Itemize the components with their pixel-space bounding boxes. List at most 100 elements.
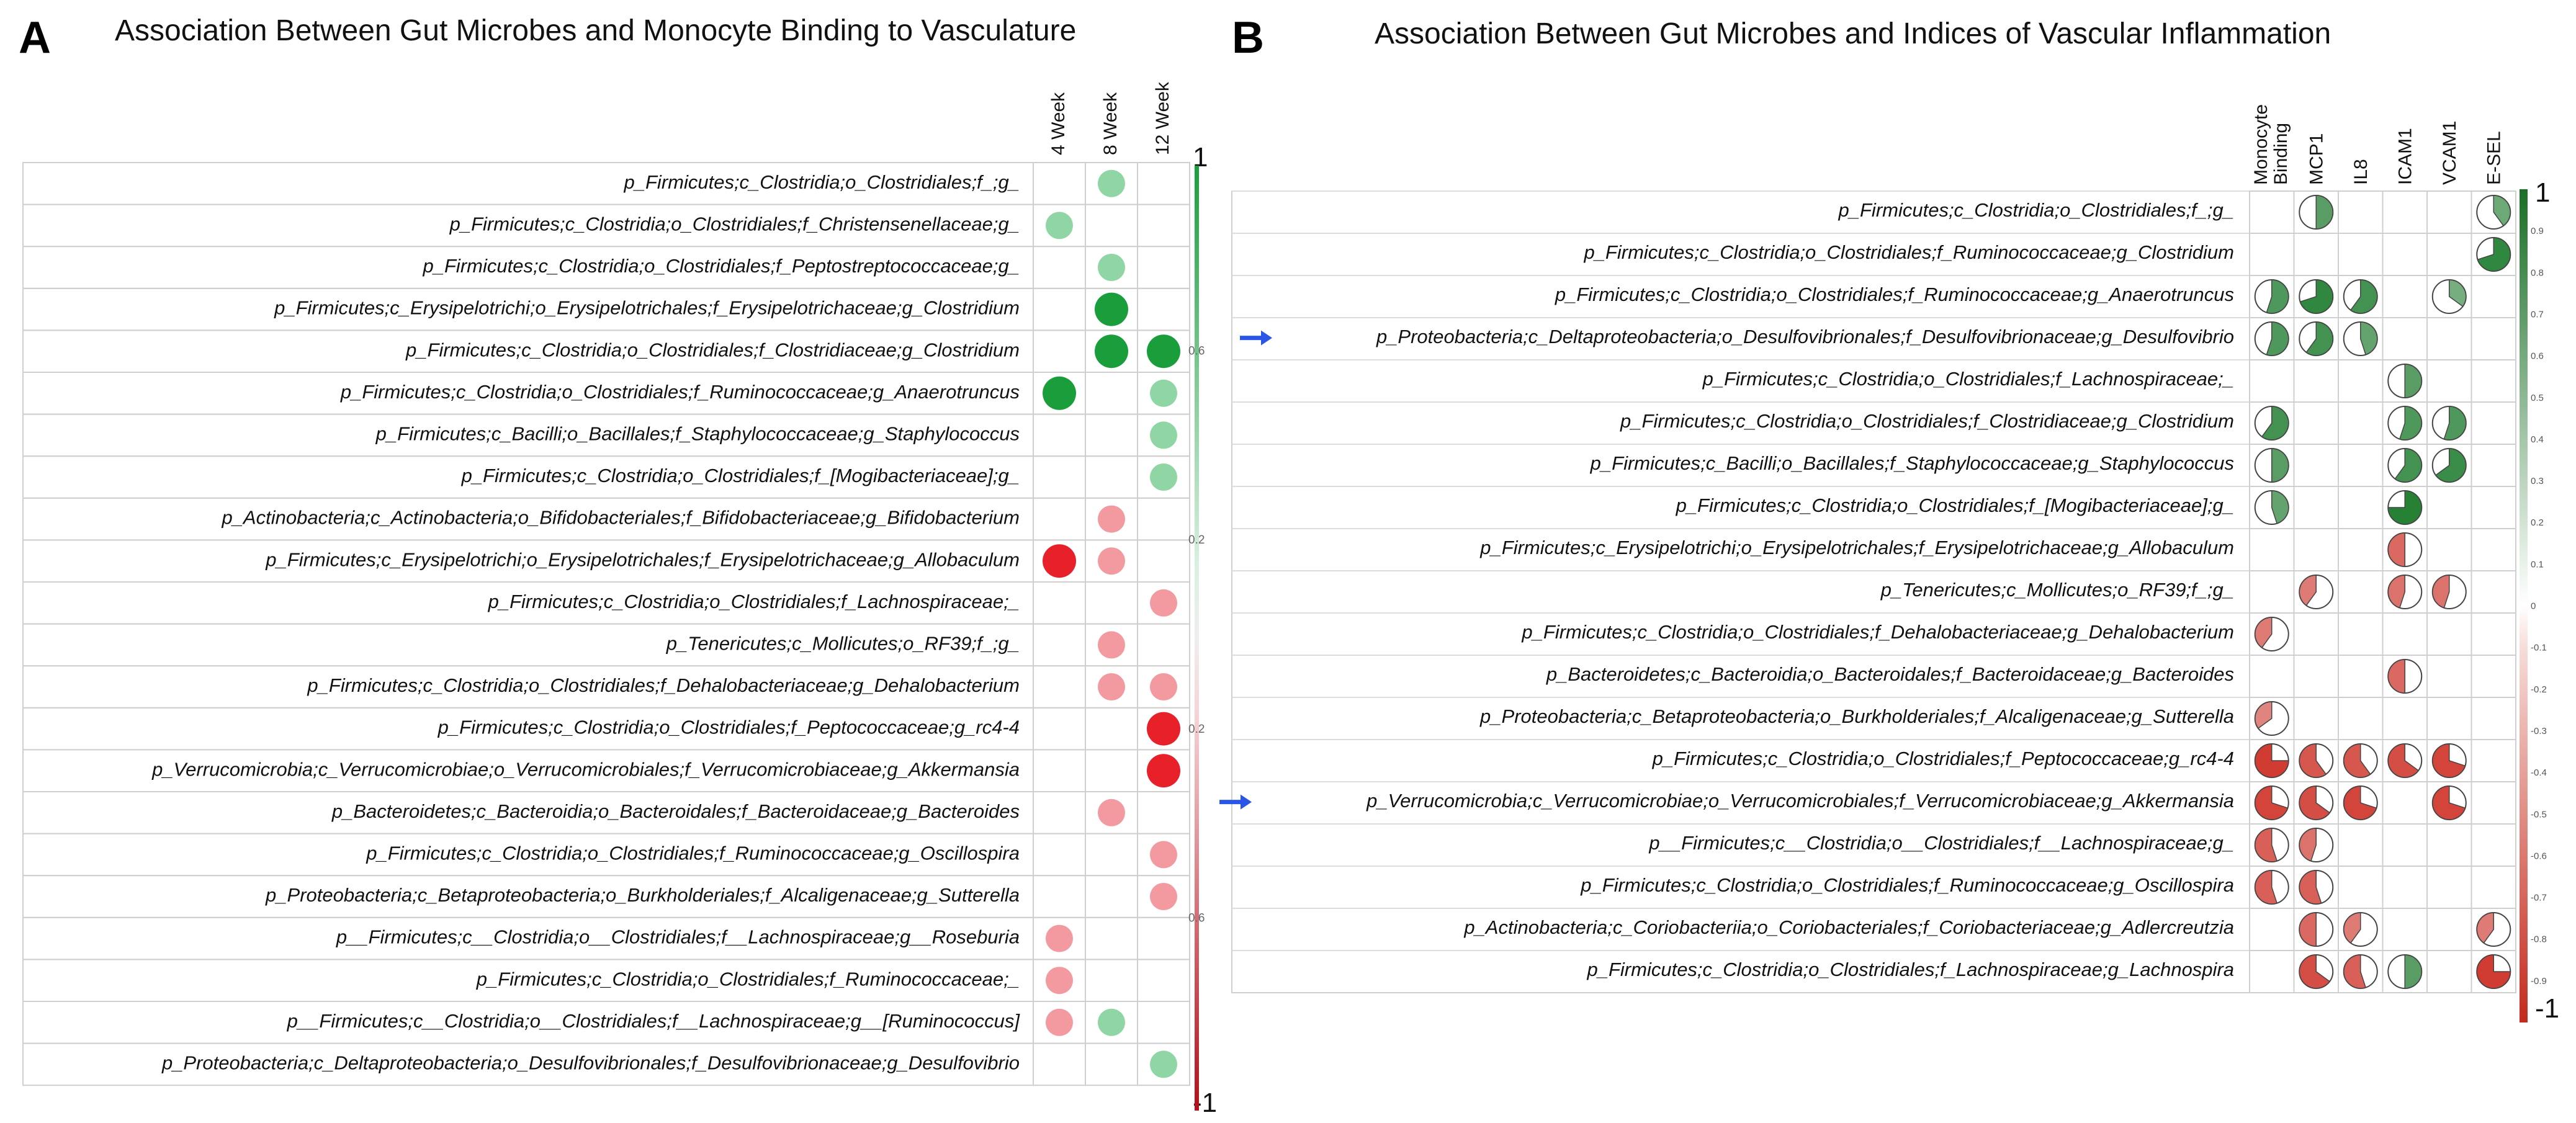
colorbar-tick-label: 0.5 — [2531, 393, 2544, 403]
colorbar-tick-label: -0.1 — [2531, 643, 2547, 653]
grid-cell — [2249, 190, 2295, 234]
grid-cell — [1085, 707, 1138, 751]
grid-cell — [1033, 791, 1086, 834]
grid-cell — [2249, 655, 2295, 698]
grid-cell — [2382, 823, 2428, 867]
colorbar-tick-label: -0.5 — [2531, 809, 2547, 820]
correlation-pie-slice — [2387, 659, 2405, 694]
panel-b-title: Association Between Gut Microbes and Ind… — [1375, 17, 2331, 50]
colorbar-tick-label: -0.4 — [2531, 767, 2547, 778]
grid-cell — [2382, 697, 2428, 740]
grid-cell — [2426, 655, 2472, 698]
grid-cell — [2471, 697, 2516, 740]
column-label: VCAM1 — [2439, 121, 2460, 185]
grid-cell — [2471, 655, 2516, 698]
row-label: p_Verrucomicrobia;c_Verrucomicrobiae;o_V… — [1366, 790, 2234, 812]
row-label: p_Firmicutes;c_Clostridia;o_Clostridiale… — [366, 843, 1020, 864]
correlation-dot — [1150, 463, 1177, 491]
row-label: p_Firmicutes;c_Clostridia;o_Clostridiale… — [449, 213, 1020, 235]
grid-cell — [2426, 823, 2472, 867]
correlation-dot — [1046, 1008, 1073, 1036]
grid-cell — [1033, 875, 1086, 918]
grid-cell — [2426, 612, 2472, 656]
row-label: p__Firmicutes;c__Clostridia;o__Clostridi… — [336, 926, 1020, 948]
correlation-pie-slice — [2261, 406, 2289, 441]
grid-cell — [2426, 359, 2472, 403]
colorbar-tick-label: 0.2 — [2531, 517, 2544, 528]
grid-cell — [2471, 275, 2516, 318]
correlation-pie-slice — [2255, 828, 2278, 862]
grid-cell — [2293, 233, 2339, 276]
row-label: p_Firmicutes;c_Clostridia;o_Clostridiale… — [1555, 284, 2234, 305]
colorbar-tick-label: 0.9 — [2531, 226, 2544, 236]
correlation-dot — [1095, 292, 1128, 326]
grid-cell — [2293, 444, 2339, 487]
grid-cell — [1137, 791, 1190, 834]
grid-cell — [2293, 401, 2339, 445]
correlation-pie-slice — [2255, 870, 2278, 905]
colorbar-tick-label: 0.3 — [2531, 476, 2544, 486]
row-label: p_Firmicutes;c_Clostridia;o_Clostridiale… — [1521, 621, 2234, 643]
correlation-dot — [1147, 334, 1180, 369]
correlation-pie-slice — [2476, 912, 2494, 944]
row-label: p_Firmicutes;c_Clostridia;o_Clostridiale… — [405, 339, 1020, 360]
grid-cell — [1033, 1042, 1086, 1086]
grid-cell — [2293, 655, 2339, 698]
row-label: p_Firmicutes;c_Clostridia;o_Clostridiale… — [1838, 199, 2234, 221]
grid-cell — [2249, 570, 2295, 614]
grid-cell — [1137, 287, 1190, 331]
row-label: p_Firmicutes;c_Clostridia;o_Clostridiale… — [476, 968, 1020, 990]
correlation-pie-slice — [2387, 575, 2405, 609]
column-label: 12 Week — [1152, 81, 1173, 155]
correlation-pie-slice — [2404, 954, 2422, 989]
correlation-dot — [1150, 379, 1177, 407]
row-label: p_Firmicutes;c_Clostridia;o_Clostridiale… — [1652, 748, 2234, 769]
row-label: p_Actinobacteria;c_Coriobacteriia;o_Cori… — [1463, 916, 2234, 938]
grid-cell — [2471, 950, 2516, 993]
correlation-dot — [1150, 421, 1177, 449]
row-label: p_Proteobacteria;c_Deltaproteobacteria;o… — [1376, 326, 2234, 347]
grid-cell — [1137, 539, 1190, 583]
correlation-pie-slice — [2493, 195, 2511, 226]
grid-cell — [2249, 233, 2295, 276]
correlation-pie-slice — [2271, 448, 2289, 483]
correlation-dot — [1095, 334, 1128, 369]
grid-cell — [2471, 486, 2516, 529]
grid-cell — [2338, 655, 2384, 698]
grid-cell — [2471, 739, 2516, 782]
grid-cell — [2249, 359, 2295, 403]
row-label: p_Bacteroidetes;c_Bacteroidia;o_Bacteroi… — [1546, 663, 2234, 685]
correlation-pie-slice — [2299, 828, 2317, 862]
correlation-pie-slice — [2343, 912, 2361, 944]
row-label: p_Firmicutes;c_Clostridia;o_Clostridiale… — [1587, 959, 2235, 980]
grid-cell — [2382, 866, 2428, 909]
column-label: 8 Week — [1100, 92, 1121, 155]
panel-b-colorbar-max: 1 — [2535, 177, 2550, 208]
correlation-dot — [1046, 924, 1073, 952]
row-label: p_Proteobacteria;c_Deltaproteobacteria;o… — [161, 1052, 1020, 1074]
correlation-dot — [1150, 841, 1177, 869]
correlation-pie-slice — [2432, 785, 2466, 820]
correlation-pie-slice — [2394, 448, 2422, 483]
grid-cell — [2249, 950, 2295, 993]
row-label: p_Verrucomicrobia;c_Verrucomicrobiae;o_V… — [151, 758, 1020, 780]
correlation-pie-slice — [2299, 870, 2322, 905]
correlation-dot — [1098, 673, 1125, 700]
colorbar-tick-label: 0.6 — [1188, 911, 1205, 924]
column-label: ICAM1 — [2395, 128, 2415, 185]
correlation-pie-slice — [2387, 532, 2405, 567]
column-label: IL8 — [2351, 159, 2371, 185]
grid-cell — [2426, 528, 2472, 571]
grid-cell — [2471, 570, 2516, 614]
correlation-pie-slice — [2299, 954, 2331, 989]
colorbar-tick-label: -0.3 — [2531, 726, 2547, 736]
colorbar-tick-label: -0.8 — [2531, 934, 2547, 945]
correlation-pie-slice — [2299, 575, 2317, 606]
row-label: p_Firmicutes;c_Clostridia;o_Clostridiale… — [1676, 494, 2234, 516]
grid-cell — [2338, 444, 2384, 487]
grid-cell — [1033, 287, 1086, 331]
grid-cell — [2338, 697, 2384, 740]
colorbar-tick-label: 0.7 — [2531, 309, 2544, 320]
correlation-pie-slice — [2435, 448, 2467, 483]
row-label: p_Firmicutes;c_Erysipelotrichi;o_Erysipe… — [1479, 537, 2234, 558]
